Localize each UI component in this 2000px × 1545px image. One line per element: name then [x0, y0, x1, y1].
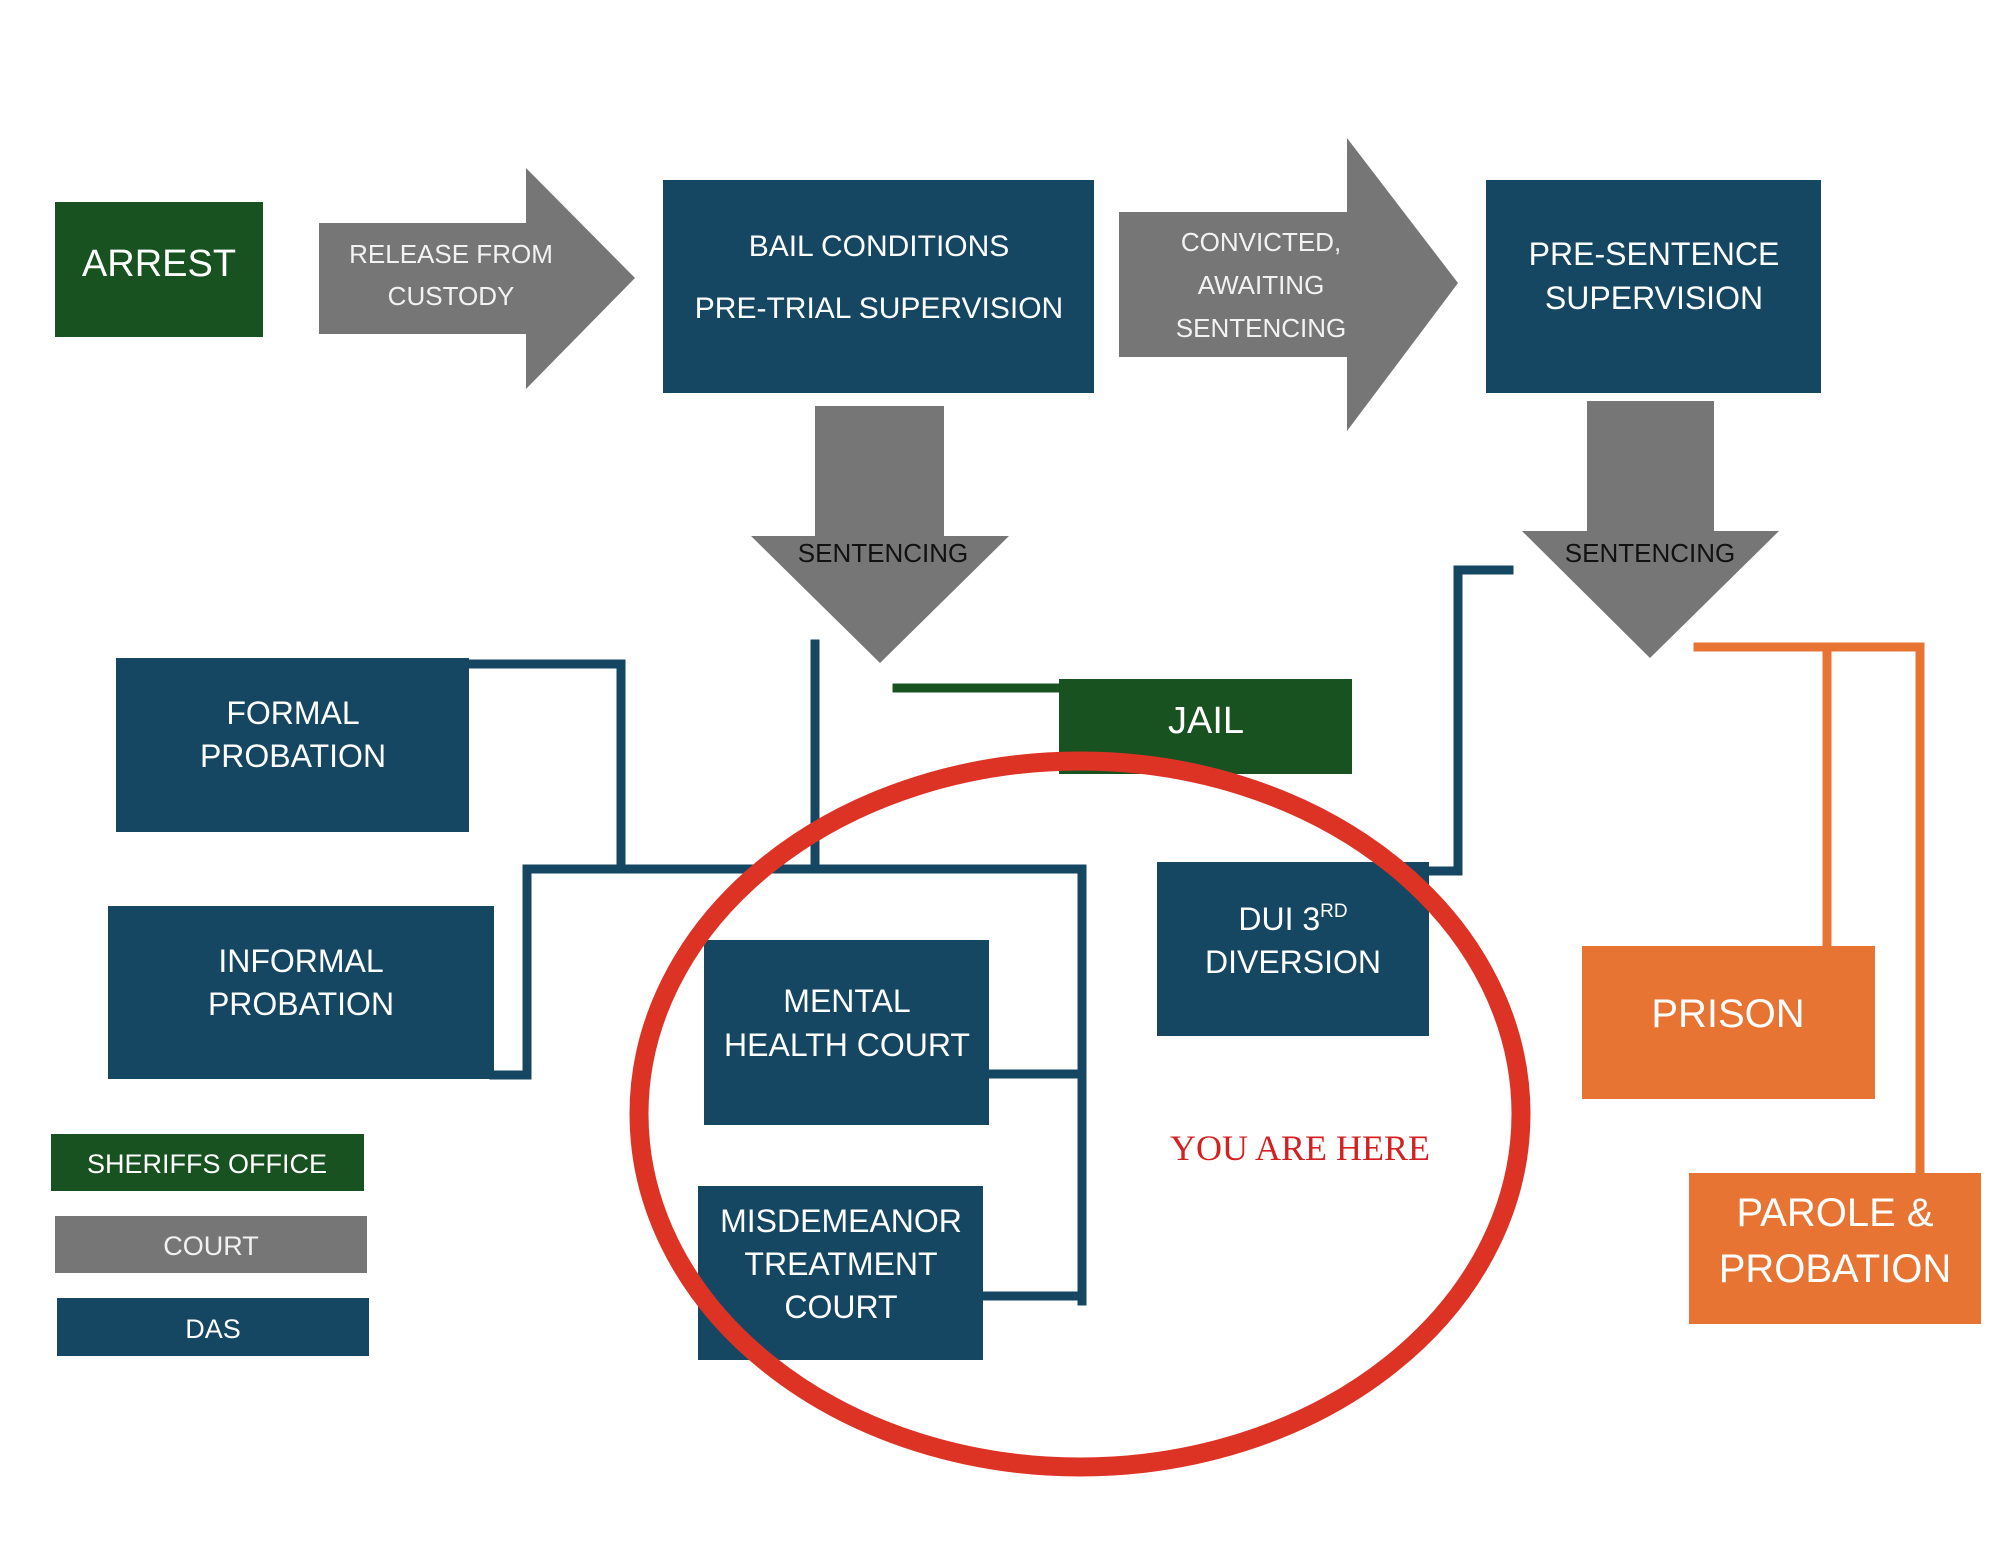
node-bail[interactable]: BAIL CONDITIONS PRE-TRIAL SUPERVISION	[663, 180, 1094, 393]
dui-label-main: DUI 3	[1238, 901, 1320, 937]
legend-label-sheriff: SHERIFFS OFFICE	[87, 1149, 327, 1179]
bail-label-1: BAIL CONDITIONS	[749, 230, 1010, 263]
dui-label-1: DUI 3RD	[1238, 901, 1347, 937]
right-arrow-icon	[1119, 138, 1458, 431]
node-jail[interactable]: JAIL	[1059, 679, 1352, 774]
connector-formal	[464, 659, 626, 874]
release-label-2: CUSTODY	[388, 281, 515, 311]
arrest-label: ARREST	[82, 243, 236, 285]
dui-box	[1157, 862, 1429, 1036]
prison-box	[1582, 946, 1875, 1099]
you-are-here-label: YOU ARE HERE	[1170, 1128, 1430, 1168]
arrow-convicted[interactable]: CONVICTED, AWAITING SENTENCING	[1119, 138, 1458, 431]
legend-item-sheriffs-office: SHERIFFS OFFICE	[51, 1134, 364, 1191]
prison-label: PRISON	[1651, 992, 1804, 1036]
mhc-label-1: MENTAL	[783, 983, 910, 1019]
node-dui-diversion[interactable]: DUI 3RD DIVERSION	[1157, 862, 1429, 1036]
legend-label-das: DAS	[185, 1314, 241, 1344]
parole-label-1: PAROLE &	[1736, 1191, 1933, 1235]
jail-label: JAIL	[1168, 700, 1244, 742]
convicted-label-2: AWAITING	[1198, 270, 1325, 300]
connectors	[464, 565, 1925, 1306]
arrest-box	[55, 202, 263, 337]
formal-box	[116, 658, 469, 832]
parole-label-2: PROBATION	[1719, 1247, 1952, 1291]
legend-item-court: COURT	[55, 1216, 367, 1273]
arrow-release[interactable]: RELEASE FROM CUSTODY	[319, 168, 635, 389]
mhc-label-2: HEALTH COURT	[724, 1027, 970, 1063]
node-informal-probation[interactable]: INFORMAL PROBATION	[108, 906, 494, 1079]
release-label-1: RELEASE FROM	[349, 239, 553, 269]
informal-label-2: PROBATION	[208, 986, 394, 1022]
connector-hub	[522, 864, 1087, 1306]
node-misdemeanor-treatment-court[interactable]: MISDEMEANOR TREATMENT COURT	[698, 1186, 983, 1360]
legend-item-das: DAS	[57, 1298, 369, 1356]
down-arrow-icon	[1522, 401, 1779, 658]
formal-label-2: PROBATION	[200, 738, 386, 774]
node-formal-probation[interactable]: FORMAL PROBATION	[116, 658, 469, 832]
connector-state	[1693, 642, 1925, 1178]
informal-label-1: INFORMAL	[218, 943, 383, 979]
bail-box	[663, 180, 1094, 393]
mhc-box	[704, 940, 989, 1125]
node-prison[interactable]: PRISON	[1582, 946, 1875, 1099]
presentence-label-2: SUPERVISION	[1545, 280, 1763, 316]
informal-box	[108, 906, 494, 1079]
node-presentence[interactable]: PRE-SENTENCE SUPERVISION	[1486, 180, 1821, 393]
dui-label-superscript: RD	[1320, 901, 1347, 922]
down-arrow-icon	[751, 406, 1009, 663]
arrow-sentencing-2[interactable]: SENTENCING	[1522, 401, 1779, 658]
convicted-label-3: SENTENCING	[1176, 313, 1346, 343]
legend: SHERIFFS OFFICE COURT DAS	[51, 1134, 369, 1356]
node-parole-probation[interactable]: PAROLE & PROBATION	[1689, 1173, 1981, 1324]
presentence-label-1: PRE-SENTENCE	[1529, 236, 1780, 272]
mtc-label-1: MISDEMEANOR	[720, 1203, 962, 1239]
node-mental-health-court[interactable]: MENTAL HEALTH COURT	[704, 940, 989, 1125]
sentencing-1-label: SENTENCING	[798, 538, 968, 568]
mtc-label-2: TREATMENT	[744, 1246, 937, 1282]
legend-swatch-das	[57, 1298, 369, 1356]
connector-informal	[489, 864, 532, 1080]
mtc-label-3: COURT	[784, 1289, 897, 1325]
legend-swatch-sheriff	[51, 1134, 364, 1191]
parole-box	[1689, 1173, 1981, 1324]
convicted-label-1: CONVICTED,	[1181, 227, 1341, 257]
arrow-sentencing-1[interactable]: SENTENCING	[751, 406, 1009, 663]
dui-label-2: DIVERSION	[1205, 944, 1381, 980]
you-are-here-ellipse	[629, 751, 1531, 1477]
connector-dui	[1424, 565, 1514, 876]
bail-label-2: PRE-TRIAL SUPERVISION	[695, 292, 1063, 325]
presentence-box	[1486, 180, 1821, 393]
node-arrest[interactable]: ARREST	[55, 202, 263, 337]
legend-swatch-court	[55, 1216, 367, 1273]
legend-label-court: COURT	[163, 1231, 259, 1261]
right-arrow-icon	[319, 168, 635, 389]
formal-label-1: FORMAL	[226, 695, 359, 731]
sentencing-2-label: SENTENCING	[1565, 538, 1735, 568]
